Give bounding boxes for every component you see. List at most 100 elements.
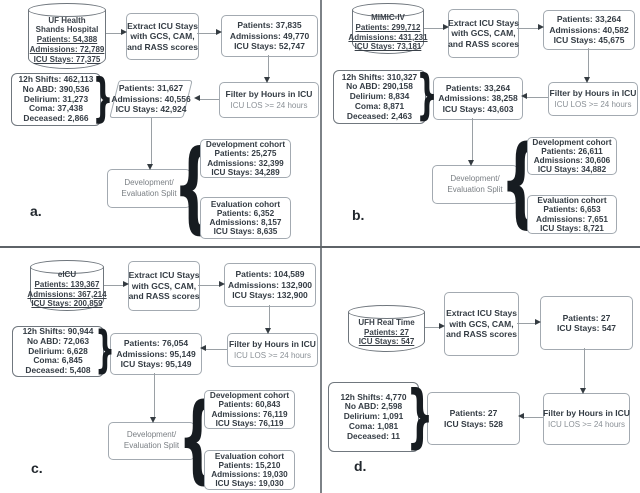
text-line: Extract ICU Stays [446,308,517,319]
text-line: ICU Stays: 132,900 [232,290,308,301]
arrowhead-icon [521,93,527,99]
flow-line [583,348,585,388]
text-line: Admissions: 49,770 [229,30,310,41]
text-line: 12h Shifts: 462,113 [18,74,94,85]
text-line: Coma: 6,845 [33,355,83,366]
text-line: No ABD: 290,158 [346,81,413,92]
filter-box: Filter by Hours in ICU ICU LOS >= 24 hou… [548,82,638,116]
text-line: Deceased: 11 [346,430,401,441]
text-line: Extract ICU Stays [128,270,200,281]
text-line: Patients: 104,589 [235,269,305,280]
database-name: UFH Real Time [358,318,414,328]
flow-line [267,55,269,77]
filter-subtitle: ICU LOS >= 24 hours [230,101,308,111]
text-line: Development/ [124,177,174,187]
filter-box: Filter by Hours in ICU ICU LOS >= 24 hou… [227,333,318,367]
arrowhead-icon [216,29,222,35]
text-line: Patients: 15,210 [218,460,281,470]
brace-open-icon: { [178,382,216,493]
arrowhead-icon [219,281,225,287]
flow-line [471,118,473,160]
text-line: Patients: 26,611 [541,146,603,156]
text-line: No ABD: 72,063 [26,335,90,346]
text-line: ICU Stays: 95,149 [120,359,192,370]
text-line: Deceased: 2,866 [23,113,89,124]
text-line: Patients: 33,264 [445,82,511,93]
text-line: ICU Stays: 73,181 [354,42,422,52]
panel-label: d. [354,458,367,474]
text-line: Patients: 27 [364,327,409,337]
text-line: ICU Stays: 45,675 [553,35,625,46]
text-line: ICU Stays: 547 [358,337,415,347]
text-line: Evaluation Split [121,188,177,198]
text-line: Patients: 33,264 [556,14,622,25]
text-line: and RASS scores [448,38,519,49]
text-line: Admissions: 19,030 [211,470,288,479]
flow-line [424,27,443,29]
arrowhead-icon [200,345,206,351]
text-line: Admissions: 30,606 [533,156,611,165]
filter-box: Filter by Hours in ICU ICU LOS >= 24 hou… [219,82,319,118]
text-line: UF Health [48,15,86,25]
text-line: Evaluation cohort [210,199,281,209]
flow-line [527,96,548,98]
text-line: Development/ [450,173,500,183]
cylinder-top-ellipse [28,3,106,17]
arrowhead-icon [535,319,541,325]
filter-subtitle: ICU LOS >= 24 hours [234,351,311,361]
text-line: Development/ [126,430,177,440]
panel-divider-horizontal [0,246,640,248]
text-line: Patients: 54,388 [36,35,98,45]
text-line: Patients: 37,835 [237,20,302,31]
brace-close-icon: } [416,64,438,127]
cylinder-top-ellipse [30,260,104,274]
text-line: Delirium: 8,834 [349,91,410,102]
arrowhead-icon [439,323,445,329]
text-line: ICU Stays: 76,119 [215,418,284,428]
text-line: Admissions: 32,399 [207,158,284,168]
text-line: No ABD: 2,598 [344,401,403,412]
text-line: with GCS, CAM, [131,280,197,291]
arrowhead-icon [123,281,129,287]
text-line: Evaluation cohort [214,451,285,461]
text-line: ICU Stays: 34,289 [211,167,280,177]
text-line: Extract ICU Stays [127,20,198,31]
text-line: Delirium: 1,091 [343,411,404,422]
text-line: Admissions: 367,214 [27,289,107,299]
arrowhead-icon [147,164,153,170]
text-line: ICU Stays: 547 [556,323,617,333]
flow-line [425,326,439,328]
flow-line [197,32,216,34]
cylinder-top-ellipse [348,305,425,319]
text-line: Admissions: 431,231 [348,32,428,42]
flow-line [104,284,123,286]
text-line: Admissions: 132,900 [227,279,313,290]
cylinder-body [352,10,424,54]
text-line: with GCS, CAM, [449,318,514,329]
cylinder-top-ellipse [352,3,424,17]
flow-line [524,416,543,418]
text-line: Deceased: 2,463 [346,110,413,121]
text-line: Admissions: 95,149 [116,348,196,359]
text-line: Delirium: 31,273 [23,93,89,104]
panel-label: b. [352,207,365,223]
text-line: Delirium: 6,628 [28,345,88,356]
text-line: Extract ICU Stays [448,17,519,28]
arrowhead-icon [150,417,156,423]
filter-subtitle: ICU LOS >= 24 hours [548,420,625,430]
arrowhead-icon [518,413,524,419]
